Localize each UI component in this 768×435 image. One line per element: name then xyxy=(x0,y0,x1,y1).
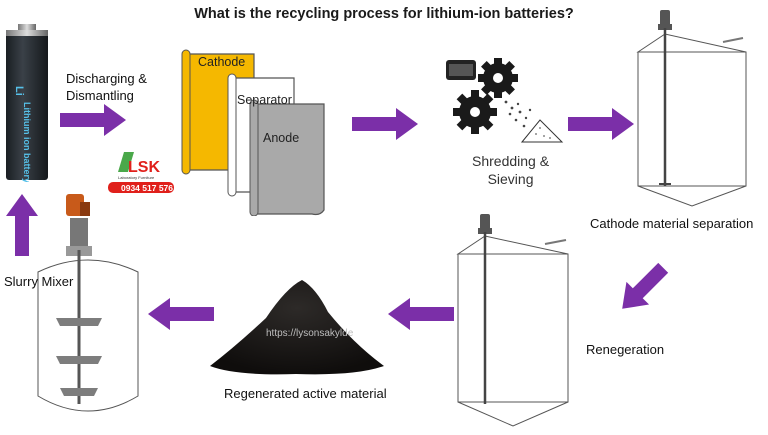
watermark-text: https://lysonsakylde xyxy=(266,328,354,339)
lsk-logo: LSK Laboratory Furniture 0934 517 576 xyxy=(106,148,176,200)
logo-phone: 0934 517 576 xyxy=(121,183,173,193)
lithium-ion-battery-image: Li Lithium ion battery xyxy=(2,22,52,183)
step-cathode-separation-label: Cathode material separation xyxy=(590,216,754,231)
page-title: What is the recycling process for lithiu… xyxy=(194,6,574,22)
sheet-separator-label: Separator xyxy=(237,93,292,107)
battery-brand: Li xyxy=(13,86,25,96)
step-regeneration-label: Renegeration xyxy=(586,342,665,357)
logo-text: LSK xyxy=(128,159,160,176)
step-slurry-mixer-label: Slurry Mixer xyxy=(4,274,74,289)
arrow-up-icon xyxy=(6,194,38,256)
regeneration-tank-image xyxy=(450,212,578,430)
step-regenerated-material-label: Regenerated active material xyxy=(224,386,387,401)
logo-subtitle: Laboratory Furniture xyxy=(118,175,155,180)
regenerated-powder-image: https://lysonsakylde xyxy=(206,262,388,378)
arrow-down-left-icon xyxy=(612,262,672,316)
sheet-cathode-label: Cathode xyxy=(198,55,245,69)
step-shredding-label: Shredding & Sieving xyxy=(472,153,550,187)
arrow-right-icon xyxy=(568,108,636,140)
sheet-anode-label: Anode xyxy=(263,131,299,145)
step-discharging-label: Discharging & Dismantling xyxy=(66,71,147,103)
slurry-mixer-image xyxy=(32,190,144,426)
separation-tank-image xyxy=(628,8,758,210)
arrow-right-icon xyxy=(352,108,420,140)
battery-label: Lithium ion battery xyxy=(22,102,32,182)
electrode-sheets-image: Cathode Separator Anode xyxy=(180,44,330,217)
arrow-right-icon xyxy=(60,104,128,136)
arrow-left-icon xyxy=(146,298,214,330)
arrow-left-icon xyxy=(386,298,454,330)
shredding-gears-image xyxy=(440,56,565,148)
